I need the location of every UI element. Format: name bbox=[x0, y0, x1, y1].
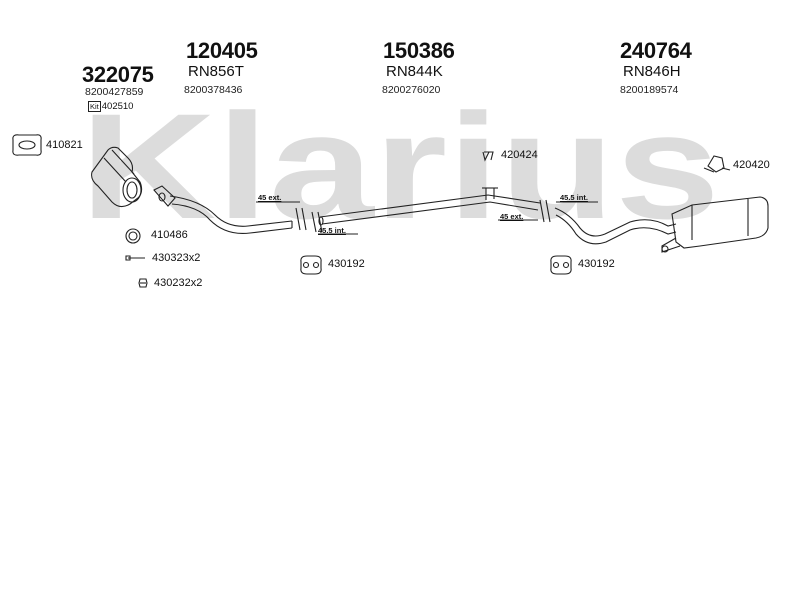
watermark-text: Klarius bbox=[80, 82, 720, 250]
dim-left-int: 45.5 int. bbox=[318, 226, 346, 235]
group-code-240764: 240764 bbox=[620, 38, 692, 63]
kit-tag: Kit bbox=[88, 101, 101, 112]
clamp-right-icon bbox=[703, 155, 731, 173]
bolt-icon bbox=[125, 255, 145, 261]
catalytic-converter-icon bbox=[91, 146, 143, 208]
dim-right-int: 45.5 int. bbox=[560, 193, 588, 202]
dim-right-ext: 45 ext. bbox=[500, 212, 524, 221]
rear-silencer-icon bbox=[554, 196, 769, 253]
nut-icon bbox=[138, 278, 148, 288]
ring-icon bbox=[125, 228, 141, 244]
oem-number-240764: 8200189574 bbox=[620, 84, 679, 96]
part-label-gasket-left: 410821 bbox=[46, 139, 83, 151]
part-label-clamp-center: 420424 bbox=[501, 149, 538, 161]
group-code-120405: 120405 bbox=[186, 38, 258, 63]
clamp-center-icon bbox=[482, 151, 494, 162]
mount-right-icon bbox=[550, 255, 572, 275]
front-pipe-icon bbox=[153, 185, 293, 235]
mount-center-icon bbox=[300, 255, 322, 275]
intermediate-pipe-icon bbox=[318, 187, 541, 226]
part-label-mount-right: 430192 bbox=[578, 258, 615, 270]
ref-code-120405: RN856T bbox=[188, 63, 244, 80]
part-label-mount-center: 430192 bbox=[328, 258, 365, 270]
group-code-322075: 322075 bbox=[82, 62, 154, 87]
part-label-clamp-right: 420420 bbox=[733, 159, 770, 171]
ref-code-150386: RN844K bbox=[386, 63, 443, 80]
oem-number-120405: 8200378436 bbox=[184, 84, 243, 96]
gasket-left-icon bbox=[12, 134, 42, 156]
ref-code-240764: RN846H bbox=[623, 63, 681, 80]
part-label-nut: 430232x2 bbox=[154, 277, 203, 289]
oem-number-322075: 8200427859 bbox=[85, 86, 144, 98]
group-code-150386: 150386 bbox=[383, 38, 455, 63]
part-label-bolt: 430323x2 bbox=[152, 252, 201, 264]
dim-left-ext: 45 ext. bbox=[258, 193, 282, 202]
part-label-ring: 410486 bbox=[151, 229, 188, 241]
kit-number: 402510 bbox=[101, 101, 134, 112]
dimension-marks bbox=[256, 199, 598, 235]
oem-number-150386: 8200276020 bbox=[382, 84, 441, 96]
